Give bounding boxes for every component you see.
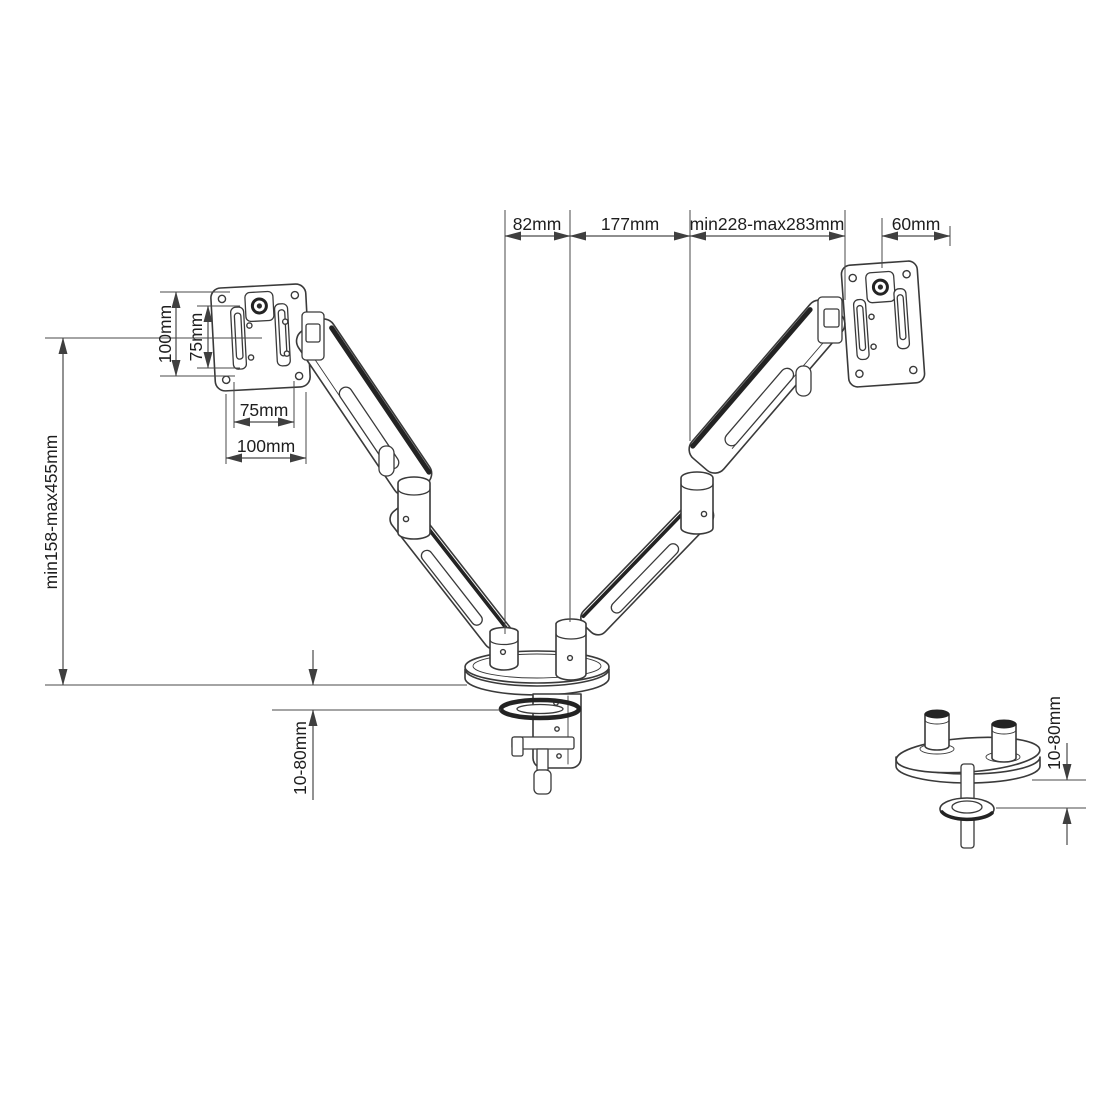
- right-post-cut: [991, 719, 1017, 763]
- screw-hole: [902, 269, 911, 279]
- dim-label-arm-spacing: 82mm: [513, 214, 562, 234]
- dim-label-vesa-width-outer: 100mm: [237, 436, 295, 456]
- quick-release-latch: [865, 270, 896, 304]
- left-shoulder-joint: [301, 311, 325, 361]
- dim-label-head-offset: 60mm: [892, 214, 941, 234]
- dim-label-height-range: min158-max455mm: [41, 435, 61, 590]
- dim-label-grommet-thickness: 10-80mm: [1044, 696, 1064, 770]
- right-elbow-joint: [680, 471, 714, 535]
- base-side-wall: [464, 668, 610, 696]
- clamp-screw-knob: [533, 769, 552, 795]
- quick-release-latch: [244, 290, 275, 323]
- grommet-ring: [498, 697, 582, 721]
- screw-hole: [855, 369, 864, 379]
- right-vesa-plate: [840, 260, 926, 388]
- right-arm: [580, 296, 846, 636]
- right-mounting-rail: [893, 288, 911, 350]
- gas-spring-slot: [420, 549, 483, 626]
- cable-clip: [795, 365, 812, 397]
- wing-nut: [939, 797, 995, 822]
- left-base-post: [489, 626, 519, 671]
- screw-hole: [848, 273, 858, 283]
- screw-hole: [290, 290, 300, 300]
- clamp-screw-shaft: [536, 748, 549, 771]
- gas-spring-slot: [724, 367, 795, 447]
- left-vesa-plate: [210, 283, 311, 392]
- grommet-mount-detail: [895, 709, 1041, 849]
- dim-label-vesa-width-inner: 75mm: [240, 400, 289, 420]
- cable-clip: [378, 445, 395, 477]
- right-base-post: [555, 618, 587, 681]
- dim-label-vesa-height-outer: 100mm: [155, 305, 175, 363]
- screw-hole: [294, 371, 304, 381]
- dim-label-clamp-thickness: 10-80mm: [290, 721, 310, 795]
- right-shoulder-joint: [817, 296, 843, 344]
- dimension-labels: 82mm 177mm min228-max283mm 60mm min158-m…: [41, 214, 1064, 795]
- left-post-cut: [924, 709, 950, 751]
- left-elbow-joint: [397, 476, 431, 540]
- screw-hole: [217, 294, 227, 304]
- screw-hole: [221, 375, 231, 385]
- left-arm: [295, 311, 513, 650]
- screw-hole: [908, 365, 918, 375]
- dimension-lines: [58, 231, 1072, 845]
- right-mounting-rail: [273, 303, 291, 367]
- clamp-lower-jaw: [511, 736, 575, 757]
- dim-label-vesa-height-inner: 75mm: [186, 313, 206, 362]
- desk-clamp: [498, 693, 582, 795]
- dim-label-lower-arm: 177mm: [601, 214, 659, 234]
- gas-spring-slot: [610, 543, 680, 614]
- left-mounting-rail: [852, 298, 870, 361]
- desk-base: [464, 650, 610, 696]
- dim-label-upper-arm: min228-max283mm: [690, 214, 845, 234]
